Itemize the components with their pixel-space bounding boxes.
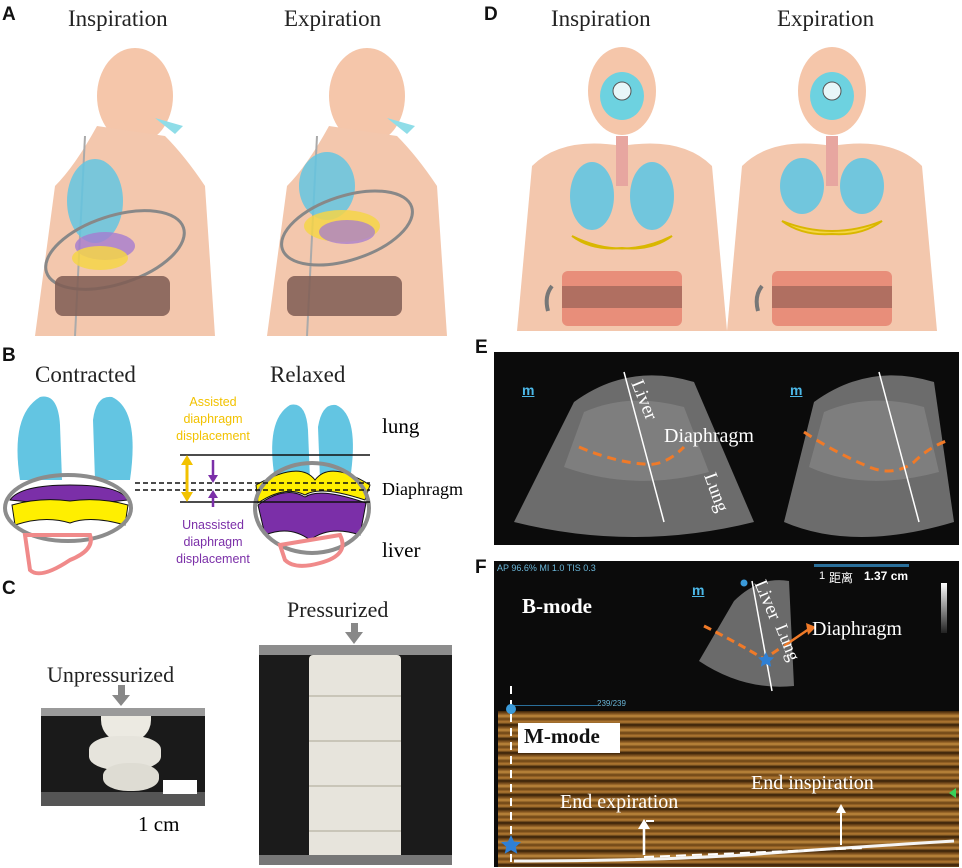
front-view-figure-inspiration <box>517 47 727 331</box>
panel-e-ultrasound: m m Liver Diaphragm Lung <box>494 352 959 545</box>
bmode-label: B-mode <box>522 594 592 618</box>
panel-e-m-icon-left: m <box>522 382 535 398</box>
distance-value: 1.37 cm <box>864 569 909 583</box>
panel-label-d: D <box>484 4 498 25</box>
panel-label-f: F <box>475 557 487 578</box>
panel-f-ultrasound: AP 96.6% MI 1.0 TIS 0.3 1 距离 1.37 cm m B… <box>494 561 959 867</box>
timeline-bar <box>512 705 597 706</box>
label-lung: lung <box>382 414 420 438</box>
panel-d-illustration <box>517 47 937 331</box>
panel-label-a: A <box>2 4 16 25</box>
panel-b-diaphragm-diagram <box>3 396 371 576</box>
panel-a-illustration <box>35 48 447 337</box>
panel-e-diaphragm-label: Diaphragm <box>664 425 754 447</box>
scale-bar <box>163 780 197 794</box>
assisted-line-3: displacement <box>176 429 250 443</box>
panel-e-m-icon-right: m <box>790 382 803 398</box>
panel-label-b: B <box>2 345 16 366</box>
panel-a-inspiration-title: Inspiration <box>68 6 168 31</box>
unassisted-line-2: diaphragm <box>183 535 243 549</box>
panel-label-e: E <box>475 337 488 358</box>
panel-f-m-icon: m <box>692 582 705 598</box>
label-liver: liver <box>382 538 421 562</box>
panel-b-contracted-title: Contracted <box>35 362 136 387</box>
panel-a-expiration-title: Expiration <box>284 6 382 31</box>
side-view-figure-expiration <box>267 48 447 337</box>
pressurized-photo <box>259 645 452 865</box>
distance-index: 1 <box>819 570 826 582</box>
unpressurized-photo <box>41 708 205 806</box>
unassisted-line-3: displacement <box>176 552 250 566</box>
assisted-label: Assisted diaphragm displacement <box>168 394 258 445</box>
panel-f-diaphragm-label: Diaphragm <box>812 618 902 640</box>
panel-label-c: C <box>2 578 16 599</box>
panel-f-bmode-image <box>699 579 816 692</box>
panel-c-arrows <box>112 623 363 706</box>
scale-bar-label: 1 cm <box>138 812 180 836</box>
panel-b-relaxed-title: Relaxed <box>270 362 346 387</box>
assisted-line-1: Assisted <box>189 395 237 409</box>
unassisted-label: Unassisted diaphragm displacement <box>163 517 263 568</box>
mmode-label: M-mode <box>524 724 600 748</box>
mmode-label-box <box>518 723 620 753</box>
frame-counter: 239/239 <box>597 699 626 708</box>
panel-e-ultrasound-image <box>514 371 954 537</box>
mmode-overlay <box>501 686 956 867</box>
distance-label: 距离 <box>829 571 854 585</box>
panel-d-expiration-title: Expiration <box>777 6 875 31</box>
label-diaphragm: Diaphragm <box>382 479 463 499</box>
end-inspiration-label: End inspiration <box>751 772 874 794</box>
grayscale-bar <box>941 583 947 633</box>
unassisted-line-1: Unassisted <box>182 518 244 532</box>
panel-f-header: AP 96.6% MI 1.0 TIS 0.3 <box>497 563 596 573</box>
panel-d-inspiration-title: Inspiration <box>551 6 651 31</box>
assisted-line-2: diaphragm <box>183 412 243 426</box>
end-expiration-label: End expiration <box>560 791 679 813</box>
panel-f-top-bar <box>814 564 909 567</box>
pressurized-title: Pressurized <box>287 597 389 622</box>
side-view-figure-inspiration <box>35 48 215 337</box>
front-view-figure-expiration <box>727 47 937 331</box>
unpressurized-title: Unpressurized <box>47 662 175 687</box>
